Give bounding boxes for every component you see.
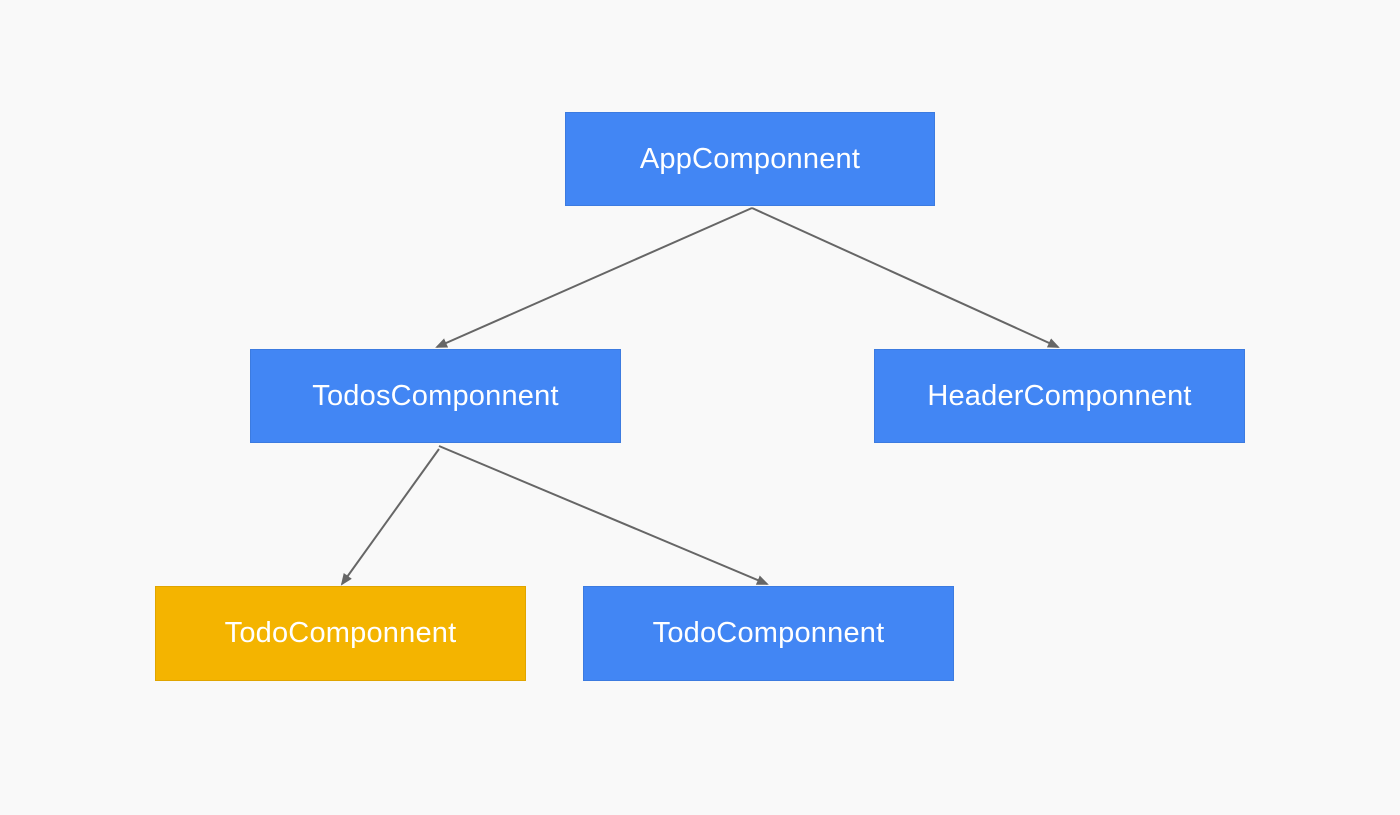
edge-todos-to-todo-2 xyxy=(438,445,769,585)
node-label: HeaderComponnent xyxy=(927,379,1192,412)
node-todo-component: TodoComponnent xyxy=(583,586,954,681)
node-label: TodoComponnent xyxy=(652,617,885,649)
node-header-component: HeaderComponnent xyxy=(874,349,1245,443)
node-label: TodosComponnent xyxy=(312,379,559,412)
node-todos-component: TodosComponnent xyxy=(250,349,621,443)
node-label: TodoComponnent xyxy=(224,617,457,649)
edge-todos-to-todo-1 xyxy=(340,448,440,586)
node-todo-component-highlighted: TodoComponnent xyxy=(155,586,526,681)
edge-app-to-header xyxy=(751,207,1060,348)
node-label: AppComponnent xyxy=(639,142,861,175)
edge-app-to-todos xyxy=(435,207,753,348)
node-app-component: AppComponnent xyxy=(565,112,935,206)
